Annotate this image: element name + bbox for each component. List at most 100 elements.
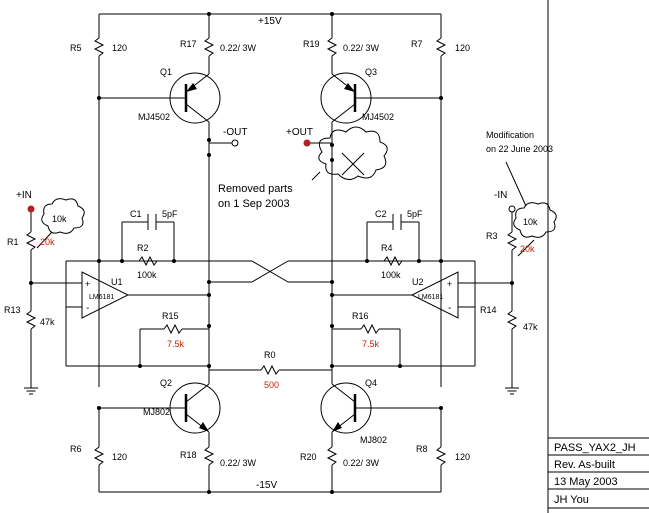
q4-part: MJ802 xyxy=(360,435,387,445)
capacitor-c1 xyxy=(147,214,157,230)
out-neg-label: -OUT xyxy=(223,127,247,138)
r3-old-value: 20k xyxy=(520,244,535,254)
removed-note-line1: Removed parts xyxy=(218,183,293,195)
r15-ref: R15 xyxy=(162,311,179,321)
cloud-r3-mod xyxy=(505,161,557,238)
resistor-r8 xyxy=(436,440,446,472)
resistor-r19 xyxy=(327,31,337,63)
r13-value: 47k xyxy=(40,317,55,327)
r13-ref: R13 xyxy=(4,305,21,315)
r5-value: 120 xyxy=(112,43,127,53)
u1-minus: - xyxy=(86,303,89,314)
r6-ref: R6 xyxy=(70,444,82,454)
supply-rails: +15V -15V xyxy=(99,12,441,494)
q2-part: MJ802 xyxy=(143,407,170,417)
r16-value: 7.5k xyxy=(362,339,380,349)
r18-value: 0.22/ 3W xyxy=(220,458,257,468)
r8-ref: R8 xyxy=(416,444,428,454)
r19-ref: R19 xyxy=(303,39,320,49)
cloud-r1-mod xyxy=(41,198,85,234)
r5-ref: R5 xyxy=(70,43,82,53)
ground-left xyxy=(23,387,39,395)
out-pos-label: +OUT xyxy=(286,127,313,138)
labels: R5 120 R17 0.22/ 3W R19 0.22/ 3W R7 120 … xyxy=(4,39,553,468)
resistor-r20 xyxy=(327,440,337,472)
title-block: PASS_YAX2_JH Rev. As-built 13 May 2003 J… xyxy=(554,442,636,506)
r1-old-value: 20k xyxy=(40,237,55,247)
r2-ref: R2 xyxy=(137,243,149,253)
q3-ref: Q3 xyxy=(365,67,377,77)
resistor-r18 xyxy=(204,440,214,472)
c1-ref: C1 xyxy=(130,209,142,219)
transistor-q1 xyxy=(169,72,221,124)
r7-ref: R7 xyxy=(411,39,423,49)
resistor-r0 xyxy=(254,365,286,375)
frame xyxy=(547,0,649,513)
r3-new-value: 10k xyxy=(523,217,538,227)
r17-value: 0.22/ 3W xyxy=(220,43,257,53)
terminal-in-pos xyxy=(27,205,35,213)
q3-part: MJ4502 xyxy=(362,112,394,122)
wiring xyxy=(29,14,514,492)
q2-ref: Q2 xyxy=(160,378,172,388)
u2-minus: - xyxy=(448,303,451,314)
ground-right xyxy=(504,387,520,395)
resistor-r4 xyxy=(377,256,409,266)
resistor-r2 xyxy=(132,256,164,266)
resistor-r7 xyxy=(436,31,446,63)
r20-value: 0.22/ 3W xyxy=(343,458,380,468)
r0-ref: R0 xyxy=(264,350,276,360)
r16-ref: R16 xyxy=(352,311,369,321)
r14-ref: R14 xyxy=(480,305,497,315)
r4-value: 100k xyxy=(381,270,401,280)
r18-ref: R18 xyxy=(180,450,197,460)
c2-value: 5pF xyxy=(407,209,423,219)
opamp-u1: + - xyxy=(81,271,130,319)
u2-ref: U2 xyxy=(412,277,424,287)
title-block-date: 13 May 2003 xyxy=(554,476,618,488)
cloud-removed-parts xyxy=(311,126,388,181)
resistor-r3 xyxy=(507,225,517,257)
resistor-r6 xyxy=(94,440,104,472)
strike-r1 xyxy=(36,231,53,249)
r4-ref: R4 xyxy=(381,243,393,253)
u2-plus: + xyxy=(447,279,452,289)
r20-ref: R20 xyxy=(300,452,317,462)
r15-value: 7.5k xyxy=(167,339,185,349)
u1-plus: + xyxy=(85,279,90,289)
r17-ref: R17 xyxy=(180,39,197,49)
terminal-out-neg xyxy=(231,139,239,147)
resistor-r5 xyxy=(94,31,104,63)
r1-new-value: 10k xyxy=(52,214,67,224)
strike-r3 xyxy=(517,239,535,257)
r14-value: 47k xyxy=(523,322,538,332)
mod-note-line1: Modification xyxy=(486,130,534,140)
u2-part: LM6181 xyxy=(418,294,443,301)
r0-value: 500 xyxy=(264,380,279,390)
resistor-r14 xyxy=(507,304,517,336)
c2-ref: C2 xyxy=(375,209,387,219)
opamp-u2: + - xyxy=(410,271,459,319)
resistor-r17 xyxy=(204,31,214,63)
r7-value: 120 xyxy=(455,43,470,53)
resistor-r16 xyxy=(354,324,386,334)
neg-rail-label: -15V xyxy=(256,480,277,491)
capacitor-c2 xyxy=(392,214,402,230)
removed-note-line2: on 1 Sep 2003 xyxy=(218,198,290,210)
terminal-in-neg xyxy=(508,205,516,213)
r1-ref: R1 xyxy=(7,237,19,247)
r8-value: 120 xyxy=(455,452,470,462)
mod-note-line2: on 22 June 2003 xyxy=(486,144,553,154)
q1-part: MJ4502 xyxy=(138,112,170,122)
title-block-author: JH You xyxy=(554,494,589,506)
r19-value: 0.22/ 3W xyxy=(343,43,380,53)
terminal-out-pos xyxy=(303,139,311,147)
r3-ref: R3 xyxy=(486,231,498,241)
transistor-q3 xyxy=(320,72,372,124)
r2-value: 100k xyxy=(137,270,157,280)
q1-ref: Q1 xyxy=(160,67,172,77)
q4-ref: Q4 xyxy=(365,378,377,388)
resistor-r1 xyxy=(26,225,36,257)
resistor-r13 xyxy=(26,304,36,336)
